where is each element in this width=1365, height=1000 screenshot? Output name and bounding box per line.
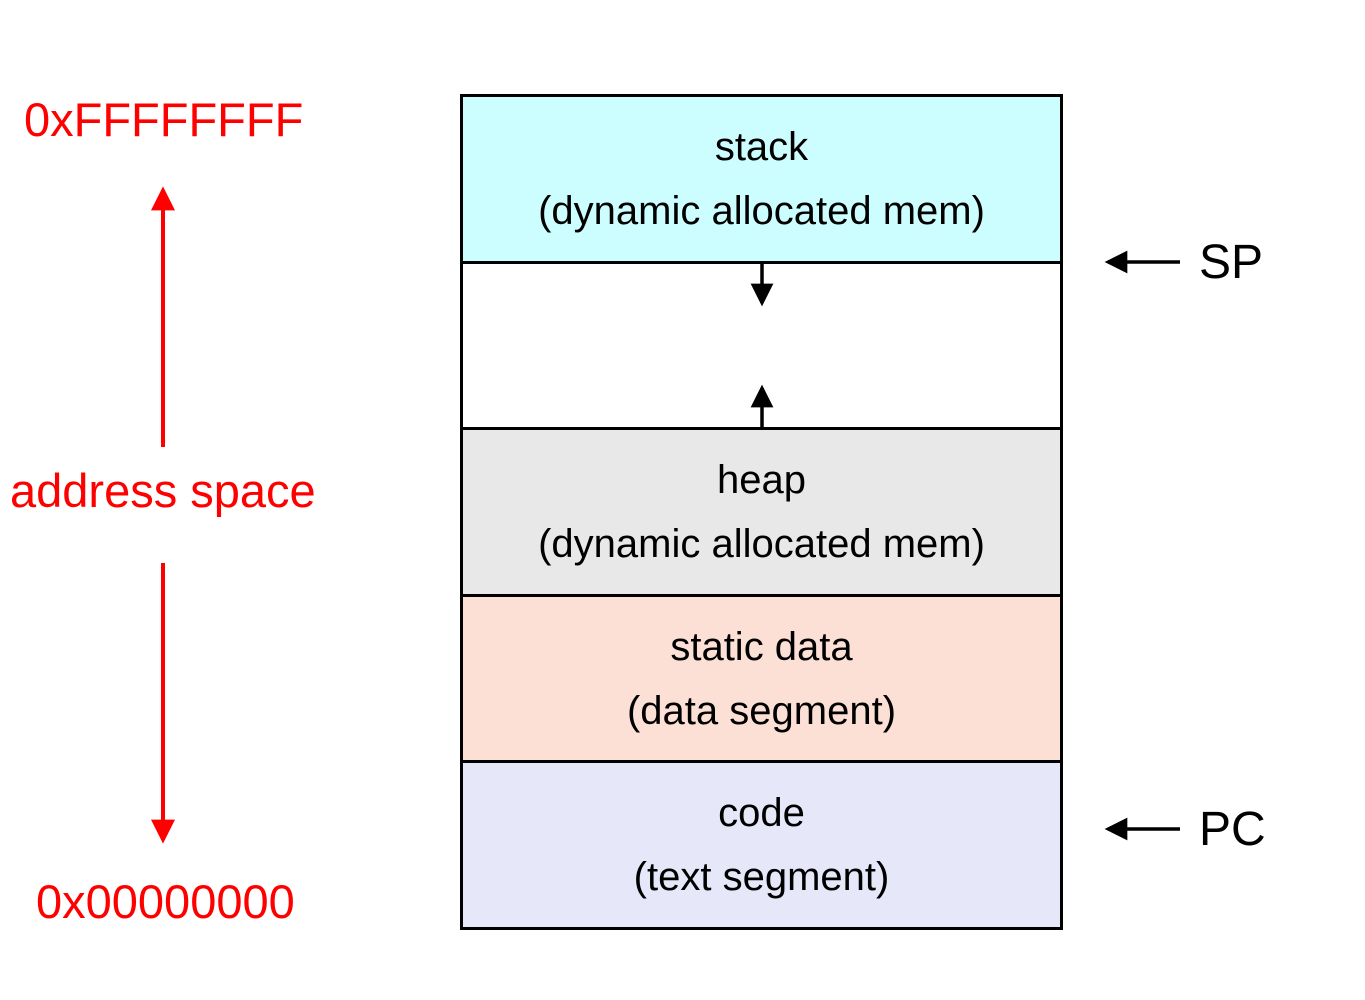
memory-box: stack (dynamic allocated mem) heap (dyna… — [460, 94, 1063, 930]
segment-static-data: static data (data segment) — [463, 596, 1060, 764]
segment-heap-title: heap — [717, 457, 806, 502]
segment-stack: stack (dynamic allocated mem) — [463, 97, 1060, 264]
address-bottom-label: 0x00000000 — [36, 875, 295, 928]
segment-heap: heap (dynamic allocated mem) — [463, 430, 1060, 597]
segment-code-subtitle: (text segment) — [633, 855, 890, 900]
address-top-label: 0xFFFFFFFF — [24, 93, 304, 146]
segment-stack-title: stack — [714, 124, 809, 169]
segment-heap-subtitle: (dynamic allocated mem) — [538, 521, 985, 566]
segment-stack-subtitle: (dynamic allocated mem) — [538, 188, 985, 233]
pc-register-label: PC — [1199, 803, 1266, 856]
segment-code: code (text segment) — [463, 763, 1060, 927]
segment-static-data-title: static data — [670, 624, 853, 669]
segment-free-gap — [463, 263, 1060, 431]
segment-code-title: code — [718, 791, 805, 836]
address-space-label: address space — [10, 464, 316, 517]
sp-register-label: SP — [1199, 236, 1264, 289]
segment-static-data-subtitle: (data segment) — [626, 688, 897, 733]
